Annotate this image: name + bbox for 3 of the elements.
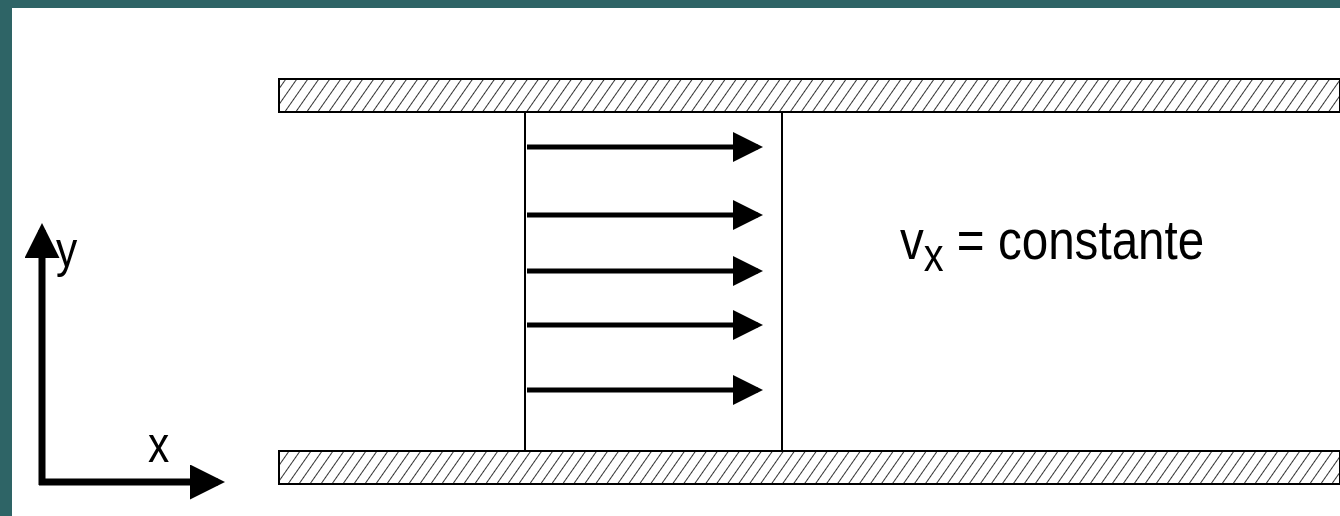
axis-label: x: [148, 420, 170, 470]
equation-text: v$_{x}$ = constante: [900, 212, 1205, 279]
axis-label: y: [56, 225, 78, 275]
